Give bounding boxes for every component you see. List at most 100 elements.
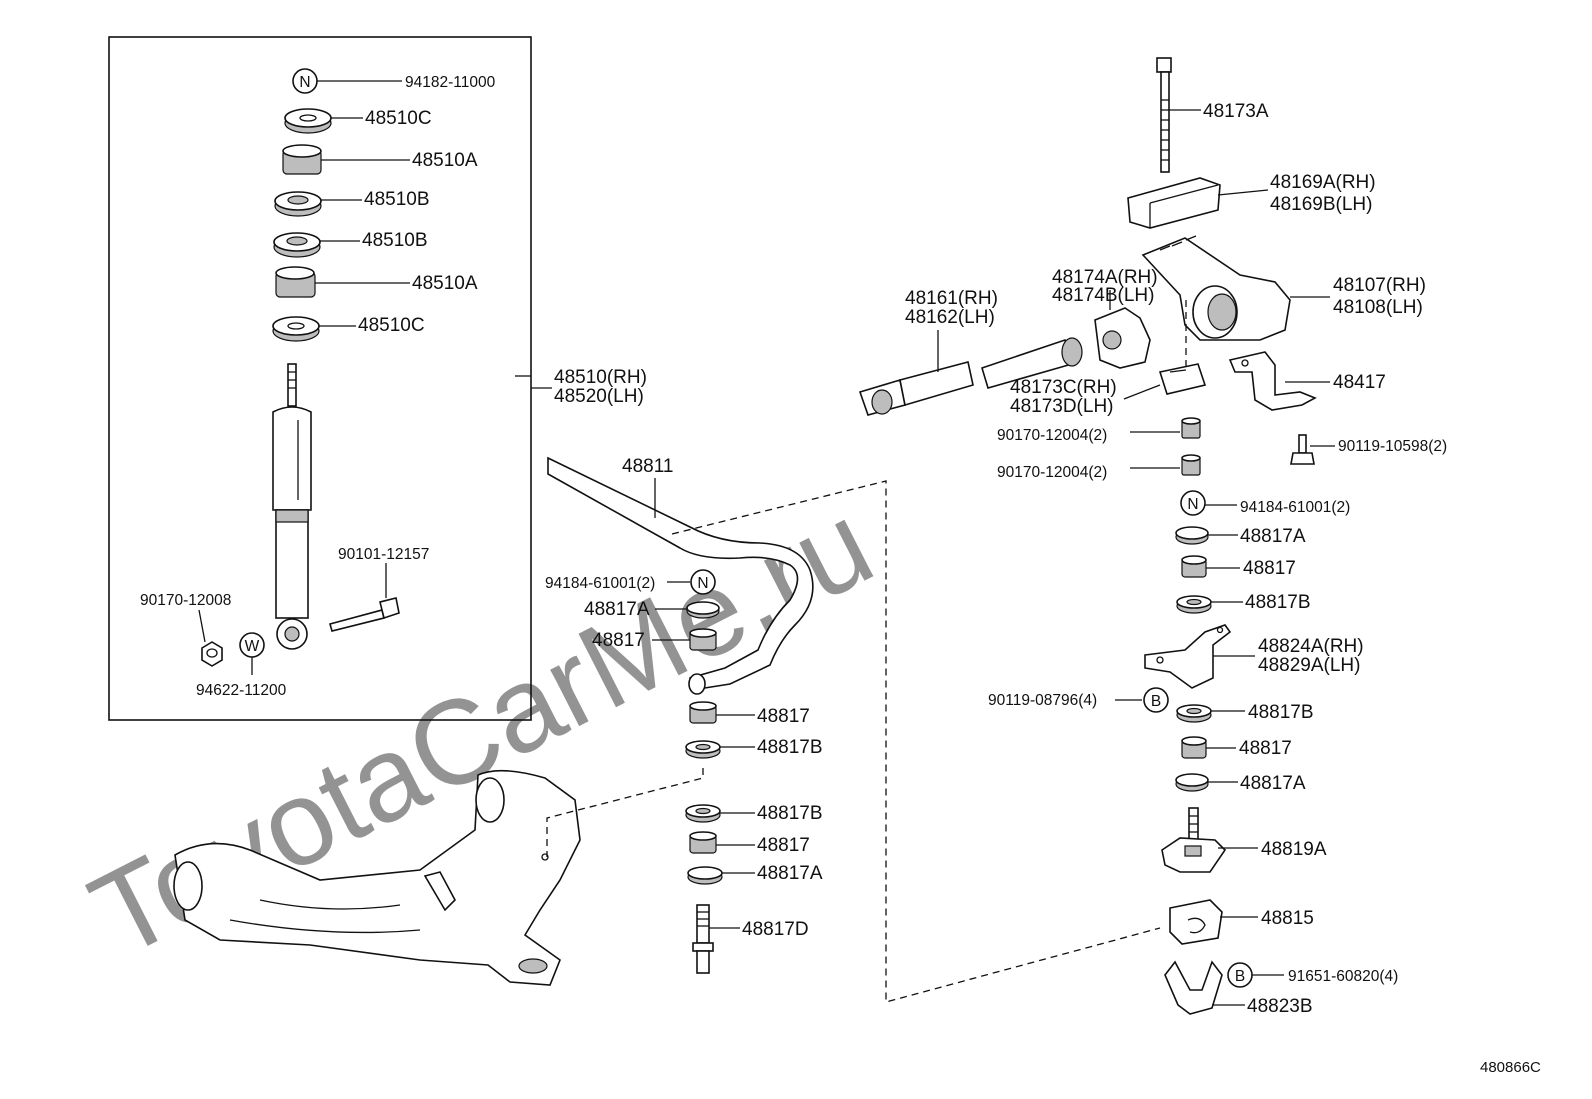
washer-48510b-2 <box>273 232 321 258</box>
label-48817a-left-2: 48817A <box>757 863 823 884</box>
washer-48817a-left-1 <box>686 601 720 619</box>
label-94184-61001-left: 94184-61001(2) <box>545 575 655 592</box>
label-48823b: 48823B <box>1247 996 1313 1017</box>
label-48169a-rh: 48169A(RH) <box>1270 172 1376 193</box>
label-48817a-right-1: 48817A <box>1240 526 1306 547</box>
bushing-48815 <box>1169 899 1223 945</box>
label-48107-rh: 48107(RH) <box>1333 275 1426 296</box>
torsion-bar-arm-48107 <box>1141 235 1291 341</box>
wedge-48169 <box>1127 177 1221 229</box>
n-marker-right: N <box>1180 490 1206 516</box>
label-48510a-2: 48510A <box>412 273 478 294</box>
n-marker-top: N <box>292 68 318 94</box>
label-48108-lh: 48108(LH) <box>1333 297 1423 318</box>
label-48817-left-3: 48817 <box>757 835 810 856</box>
n-marker-letter: N <box>1187 496 1198 513</box>
washer-48510b-1 <box>274 191 322 217</box>
bolt-48173a <box>1156 57 1172 173</box>
washer-48510c-top <box>284 108 332 134</box>
label-90170-12004-1: 90170-12004(2) <box>997 427 1107 444</box>
b-marker-letter: B <box>1235 968 1245 985</box>
label-48817a-left-1: 48817A <box>584 599 650 620</box>
label-48510b-1: 48510B <box>364 189 430 210</box>
label-48817b-left-1: 48817B <box>757 737 823 758</box>
bushing-48817-left-2 <box>689 701 717 724</box>
washer-48817b-left-2 <box>685 804 721 823</box>
bolt-90119-10598 <box>1290 434 1315 465</box>
b-marker-letter: B <box>1151 693 1161 710</box>
label-48817a-right-2: 48817A <box>1240 773 1306 794</box>
label-48510c-top: 48510C <box>365 108 432 129</box>
label-48829a-lh: 48829A(LH) <box>1258 655 1360 676</box>
nut-90170-12004-2 <box>1181 454 1201 476</box>
label-48824a-rh: 48824A(RH) <box>1258 636 1364 657</box>
label-48169b-lh: 48169B(LH) <box>1270 194 1372 215</box>
label-48510c-2: 48510C <box>358 315 425 336</box>
label-48819a: 48819A <box>1261 839 1327 860</box>
label-48174a-rh: 48174A(RH) <box>1052 267 1158 288</box>
n-marker-letter: N <box>697 575 708 592</box>
bushing-48817-right-2 <box>1181 736 1207 759</box>
label-90170-12004-2: 90170-12004(2) <box>997 464 1107 481</box>
n-marker-left: N <box>690 569 716 595</box>
diagram-code: 480866C <box>1480 1059 1541 1076</box>
bushing-48817-left-3 <box>689 831 717 854</box>
bracket-48417 <box>1228 351 1317 411</box>
bolt-48817d <box>692 904 714 974</box>
label-48161-rh: 48161(RH) <box>905 288 998 309</box>
label-48510a-top: 48510A <box>412 150 478 171</box>
label-48817-right-2: 48817 <box>1239 738 1292 759</box>
label-48811: 48811 <box>622 456 673 477</box>
stabilizer-bar-48811 <box>547 456 814 695</box>
washer-48817b-left-1 <box>685 740 721 759</box>
label-48173a: 48173A <box>1203 101 1269 122</box>
w-marker-letter: W <box>245 638 260 655</box>
label-48162-lh: 48162(LH) <box>905 307 995 328</box>
lower-control-arm <box>173 769 581 986</box>
bushing-48510a-2 <box>275 266 316 298</box>
shock-absorber <box>272 363 312 650</box>
spline-shaft-48173c <box>981 337 1083 389</box>
label-48815: 48815 <box>1261 908 1314 929</box>
n-marker-letter: N <box>299 74 310 91</box>
label-48510-rh: 48510(RH) <box>554 367 647 388</box>
bolt-90101-12157 <box>329 597 400 632</box>
label-48173d-lh: 48173D(LH) <box>1010 396 1114 417</box>
label-91651-60820: 91651-60820(4) <box>1288 968 1398 985</box>
nut-90170-12008 <box>201 641 223 667</box>
label-94184-61001-right: 94184-61001(2) <box>1240 499 1350 516</box>
label-94182-11000: 94182-11000 <box>405 74 496 91</box>
torsion-bar-48161 <box>858 361 974 416</box>
seat-48174 <box>1094 307 1151 369</box>
bracket-48824a <box>1144 624 1232 689</box>
b-marker-1: B <box>1143 687 1169 713</box>
b-marker-2: B <box>1227 962 1253 988</box>
washer-48817a-left-2 <box>687 866 723 885</box>
shock-absorber-group-box <box>108 36 532 721</box>
bushing-48510a-top <box>282 144 322 175</box>
w-marker: W <box>239 632 265 658</box>
label-48817-right-1: 48817 <box>1243 558 1296 579</box>
label-48817b-right-1: 48817B <box>1245 592 1311 613</box>
washer-48817a-right-2 <box>1175 773 1209 792</box>
washer-48510c-2 <box>272 316 320 342</box>
label-90101-12157: 90101-12157 <box>338 546 429 563</box>
bushing-48817-right-1 <box>1181 555 1207 578</box>
label-48520-lh: 48520(LH) <box>554 386 644 407</box>
label-48817d: 48817D <box>742 919 809 940</box>
label-48817b-right-2: 48817B <box>1248 702 1314 723</box>
label-90119-10598: 90119-10598(2) <box>1338 438 1447 455</box>
bracket-48819a <box>1161 807 1227 873</box>
label-48417: 48417 <box>1333 372 1386 393</box>
label-90170-12008: 90170-12008 <box>140 592 231 609</box>
label-48817b-left-2: 48817B <box>757 803 823 824</box>
label-48174b-lh: 48174B(LH) <box>1052 285 1154 306</box>
clamp-48823b <box>1164 960 1223 1015</box>
label-48173c-rh: 48173C(RH) <box>1010 377 1117 398</box>
label-90119-08796: 90119-08796(4) <box>988 692 1097 709</box>
washer-48817b-right-2 <box>1176 704 1212 723</box>
bushing-48817-left-1 <box>689 628 717 651</box>
washer-48817b-right-1 <box>1176 595 1212 614</box>
label-48510b-2: 48510B <box>362 230 428 251</box>
